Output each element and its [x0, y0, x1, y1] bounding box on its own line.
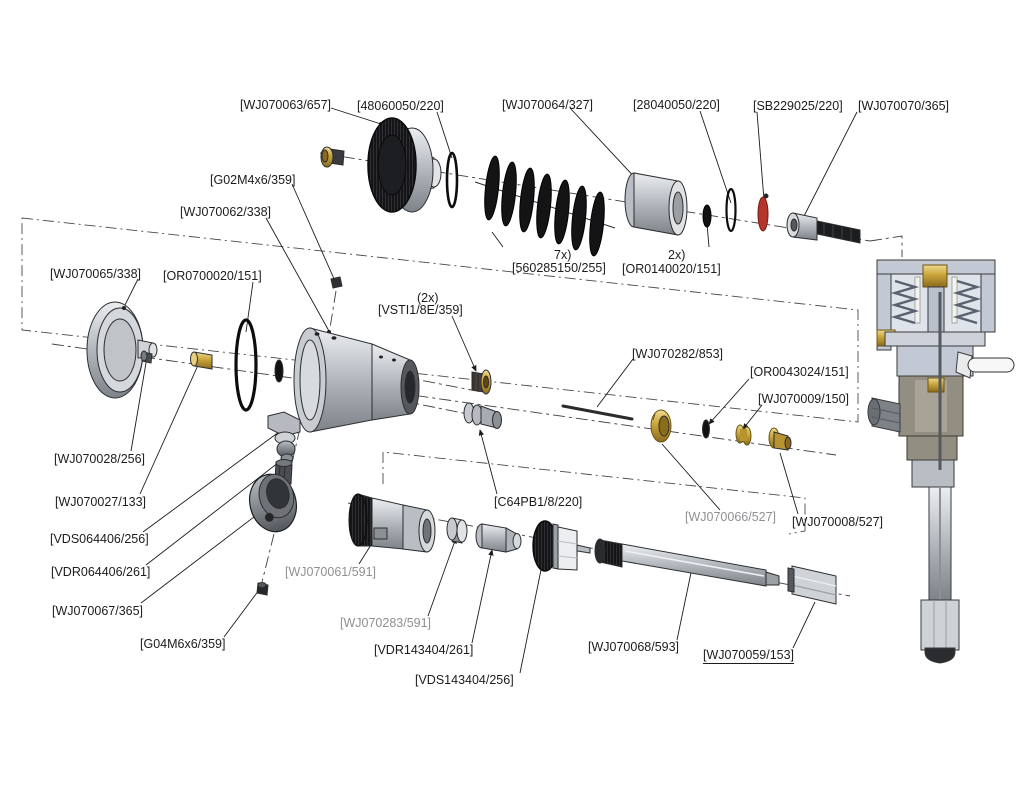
- part-label-vdr064406: [VDR064406/261]: [51, 565, 151, 579]
- part-label-wj070064: [WJ070064/327]: [502, 98, 594, 112]
- part-brass-plug: [768, 427, 792, 451]
- part-small-oring-b: [274, 359, 284, 383]
- part-label-wj070027: [WJ070027/133]: [55, 495, 147, 509]
- hex-tip: [920, 599, 960, 664]
- axis-setscrew-branch: [261, 533, 275, 583]
- axis-middle-row: [51, 343, 837, 456]
- part-knurled-drive-gear: [532, 520, 591, 572]
- part-red-disc: [757, 193, 769, 232]
- part-label-wj070059: [WJ070059/153]: [703, 648, 795, 664]
- part-small-screw: [140, 350, 153, 364]
- part-label-vsti-qty: (2x): [417, 291, 439, 305]
- part-label-oring-qty: 2x): [668, 248, 686, 262]
- part-collar-ring: [249, 473, 297, 533]
- part-label-sb229025: [SB229025/220]: [753, 99, 843, 113]
- part-label-wj070062: [WJ070062/338]: [180, 205, 272, 219]
- part-gear-knob: [367, 117, 442, 213]
- part-label-or0140020: [OR0140020/151]: [622, 262, 721, 276]
- inner-brass-seat: [927, 377, 945, 393]
- part-g04-set-screw: [256, 582, 269, 596]
- part-label-560285150: [560285150/255]: [512, 261, 606, 275]
- part-label-wj070283: [WJ070283/591]: [340, 616, 432, 630]
- part-end-flange: [86, 301, 158, 399]
- part-label-wj070068: [WJ070068/593]: [588, 640, 680, 654]
- part-label-wj070066: [WJ070066/527]: [685, 510, 777, 524]
- part-brass-spool: [735, 424, 752, 446]
- part-main-body: [293, 327, 420, 433]
- top-brass-nut: [922, 264, 948, 288]
- part-label-c64pb: [C64PB1/8/220]: [494, 495, 583, 509]
- part-label-vdr143404: [VDR143404/261]: [374, 643, 474, 657]
- assembled-section-view: [867, 259, 1015, 664]
- part-elbow-fitting-right: [463, 402, 502, 429]
- part-brass-screw: [320, 146, 345, 168]
- part-label-wj070061: [WJ070061/591]: [285, 565, 377, 579]
- part-label-wj070009: [WJ070009/150]: [758, 392, 850, 406]
- part-hex-adapter: [787, 565, 837, 605]
- part-spacer-cylinder: [624, 172, 688, 236]
- part-label-28040050: [28040050/220]: [633, 98, 720, 112]
- reference-box-lower: [382, 451, 806, 535]
- part-label-disc-spring-qty: 7x): [554, 248, 572, 262]
- part-label-g04m6x6: [G04M6x6/359]: [140, 637, 226, 651]
- part-needle-pin: [561, 404, 634, 421]
- part-label-g02m4x6: [G02M4x6/359]: [210, 173, 296, 187]
- part-g02-set-screw: [330, 276, 343, 289]
- part-label-wj070067: [WJ070067/365]: [52, 604, 144, 618]
- part-brass-gear-ring: [650, 409, 672, 443]
- part-small-oring-a: [702, 204, 712, 228]
- spring-left: [890, 279, 920, 325]
- middle-row: [86, 276, 792, 596]
- part-label-wj070063: [WJ070063/657]: [240, 98, 332, 112]
- axis-elbow2-branch: [377, 395, 469, 415]
- part-label-vsti: [VSTI1/8E/359]: [378, 303, 463, 317]
- part-large-oring: [234, 318, 258, 412]
- top-row: [320, 117, 861, 257]
- axis-top-row-elbow: [869, 235, 903, 257]
- part-adjuster-assembly: [348, 493, 436, 553]
- part-thin-ring: [445, 151, 459, 209]
- part-vsti-plug: [471, 369, 492, 395]
- part-label-wj070065: [WJ070065/338]: [50, 267, 142, 281]
- part-label-or0043024: [OR0043024/151]: [750, 365, 849, 379]
- part-label-wj070282: [WJ070282/853]: [632, 347, 724, 361]
- bottom-row: [348, 493, 837, 605]
- part-thin-ring-b: [725, 187, 737, 233]
- part-disc-spring-stack: [484, 155, 605, 257]
- subassembly-reference-boxes: [21, 217, 859, 535]
- part-label-vds143404: [VDS143404/256]: [415, 673, 514, 687]
- part-ring-spacer: [446, 517, 468, 544]
- reference-box-main: [21, 217, 859, 423]
- part-brass-sleeve: [190, 351, 213, 370]
- axis-g02-branch: [329, 290, 337, 329]
- part-label-48060050: [48060050/220]: [357, 99, 444, 113]
- spring-right: [952, 279, 982, 325]
- part-spindle-shaft: [594, 538, 780, 587]
- part-label-wj070008: [WJ070008/527]: [792, 515, 884, 529]
- part-label-vds064406: [VDS064406/256]: [50, 532, 149, 546]
- part-label-or0700020: [OR0700020/151]: [163, 269, 262, 283]
- side-hex-bolt: [867, 397, 901, 433]
- part-socket-screw: [786, 212, 861, 244]
- part-label-wj070028: [WJ070028/256]: [54, 452, 146, 466]
- part-small-oring-c: [702, 419, 710, 439]
- drain-handle: [955, 351, 1015, 379]
- part-label-wj070070: [WJ070070/365]: [858, 99, 950, 113]
- part-guide-bush: [475, 523, 522, 553]
